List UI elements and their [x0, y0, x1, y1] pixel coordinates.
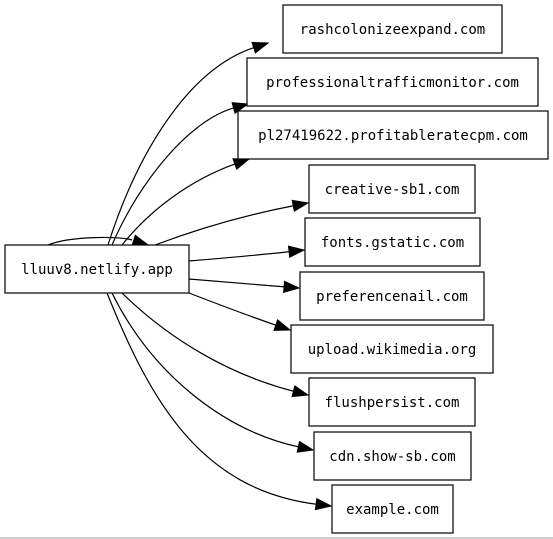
target-node: fonts.gstatic.com: [304, 217, 481, 267]
target-node: example.com: [331, 484, 454, 534]
arrowhead-t1: [231, 102, 250, 115]
arrowhead-t5: [283, 280, 301, 293]
node-label: fonts.gstatic.com: [321, 235, 464, 251]
target-node: professionaltrafficmonitor.com: [246, 57, 539, 107]
edge-t4: [188, 251, 291, 262]
arrowhead-self-loop: [131, 234, 150, 247]
node-box: [308, 164, 476, 214]
edge-t2: [121, 163, 237, 246]
node-label: preferencenail.com: [316, 289, 468, 305]
node-label: lluuv8.netlify.app: [21, 262, 173, 278]
node-label: flushpersist.com: [325, 395, 460, 411]
node-box: [308, 377, 476, 427]
arrowhead-t4: [287, 245, 306, 258]
edge-self-loop: [47, 236, 133, 246]
node-box: [313, 431, 472, 481]
target-node: preferencenail.com: [299, 271, 485, 321]
target-node: creative-sb1.com: [308, 164, 476, 214]
edge-t5: [188, 278, 286, 288]
arrowhead-t0: [251, 41, 270, 54]
node-box: [331, 484, 454, 534]
node-label: creative-sb1.com: [325, 182, 460, 198]
arrowhead-t7: [291, 385, 310, 398]
node-label: example.com: [346, 502, 439, 518]
edge-t7: [121, 292, 295, 393]
target-node: cdn.show-sb.com: [313, 431, 472, 481]
edge-t8: [111, 292, 300, 448]
node-label: rashcolonizeexpand.com: [300, 22, 485, 38]
target-node: flushpersist.com: [308, 377, 476, 427]
node-box: [304, 217, 481, 267]
edge-t6: [188, 292, 277, 327]
edge-t0: [107, 46, 255, 246]
target-node: upload.wikimedia.org: [290, 324, 494, 374]
node-box: [299, 271, 485, 321]
edges-layer: [47, 41, 333, 511]
arrowhead-t3: [291, 199, 310, 212]
node-label: professionaltrafficmonitor.com: [266, 75, 519, 91]
node-box: [237, 110, 549, 160]
target-node: rashcolonizeexpand.com: [282, 4, 503, 54]
node-box: [4, 244, 190, 294]
edge-t9: [106, 292, 318, 505]
source-node: lluuv8.netlify.app: [4, 244, 190, 294]
arrowhead-t2: [232, 158, 251, 171]
bottom-divider: [0, 537, 553, 539]
arrowhead-t8: [296, 440, 315, 453]
node-label: pl27419622.profitableratecpm.com: [258, 128, 528, 144]
node-box: [290, 324, 494, 374]
node-label: cdn.show-sb.com: [329, 449, 455, 465]
node-box: [246, 57, 539, 107]
node-box: [282, 4, 503, 54]
arrowhead-t9: [314, 497, 333, 511]
edge-t1: [111, 107, 235, 246]
edge-t3: [154, 205, 295, 246]
target-node: pl27419622.profitableratecpm.com: [237, 110, 549, 160]
nodes-layer: lluuv8.netlify.app rashcolonizeexpand.com…: [4, 4, 549, 534]
node-label: upload.wikimedia.org: [308, 342, 477, 358]
arrowhead-t6: [273, 319, 292, 331]
